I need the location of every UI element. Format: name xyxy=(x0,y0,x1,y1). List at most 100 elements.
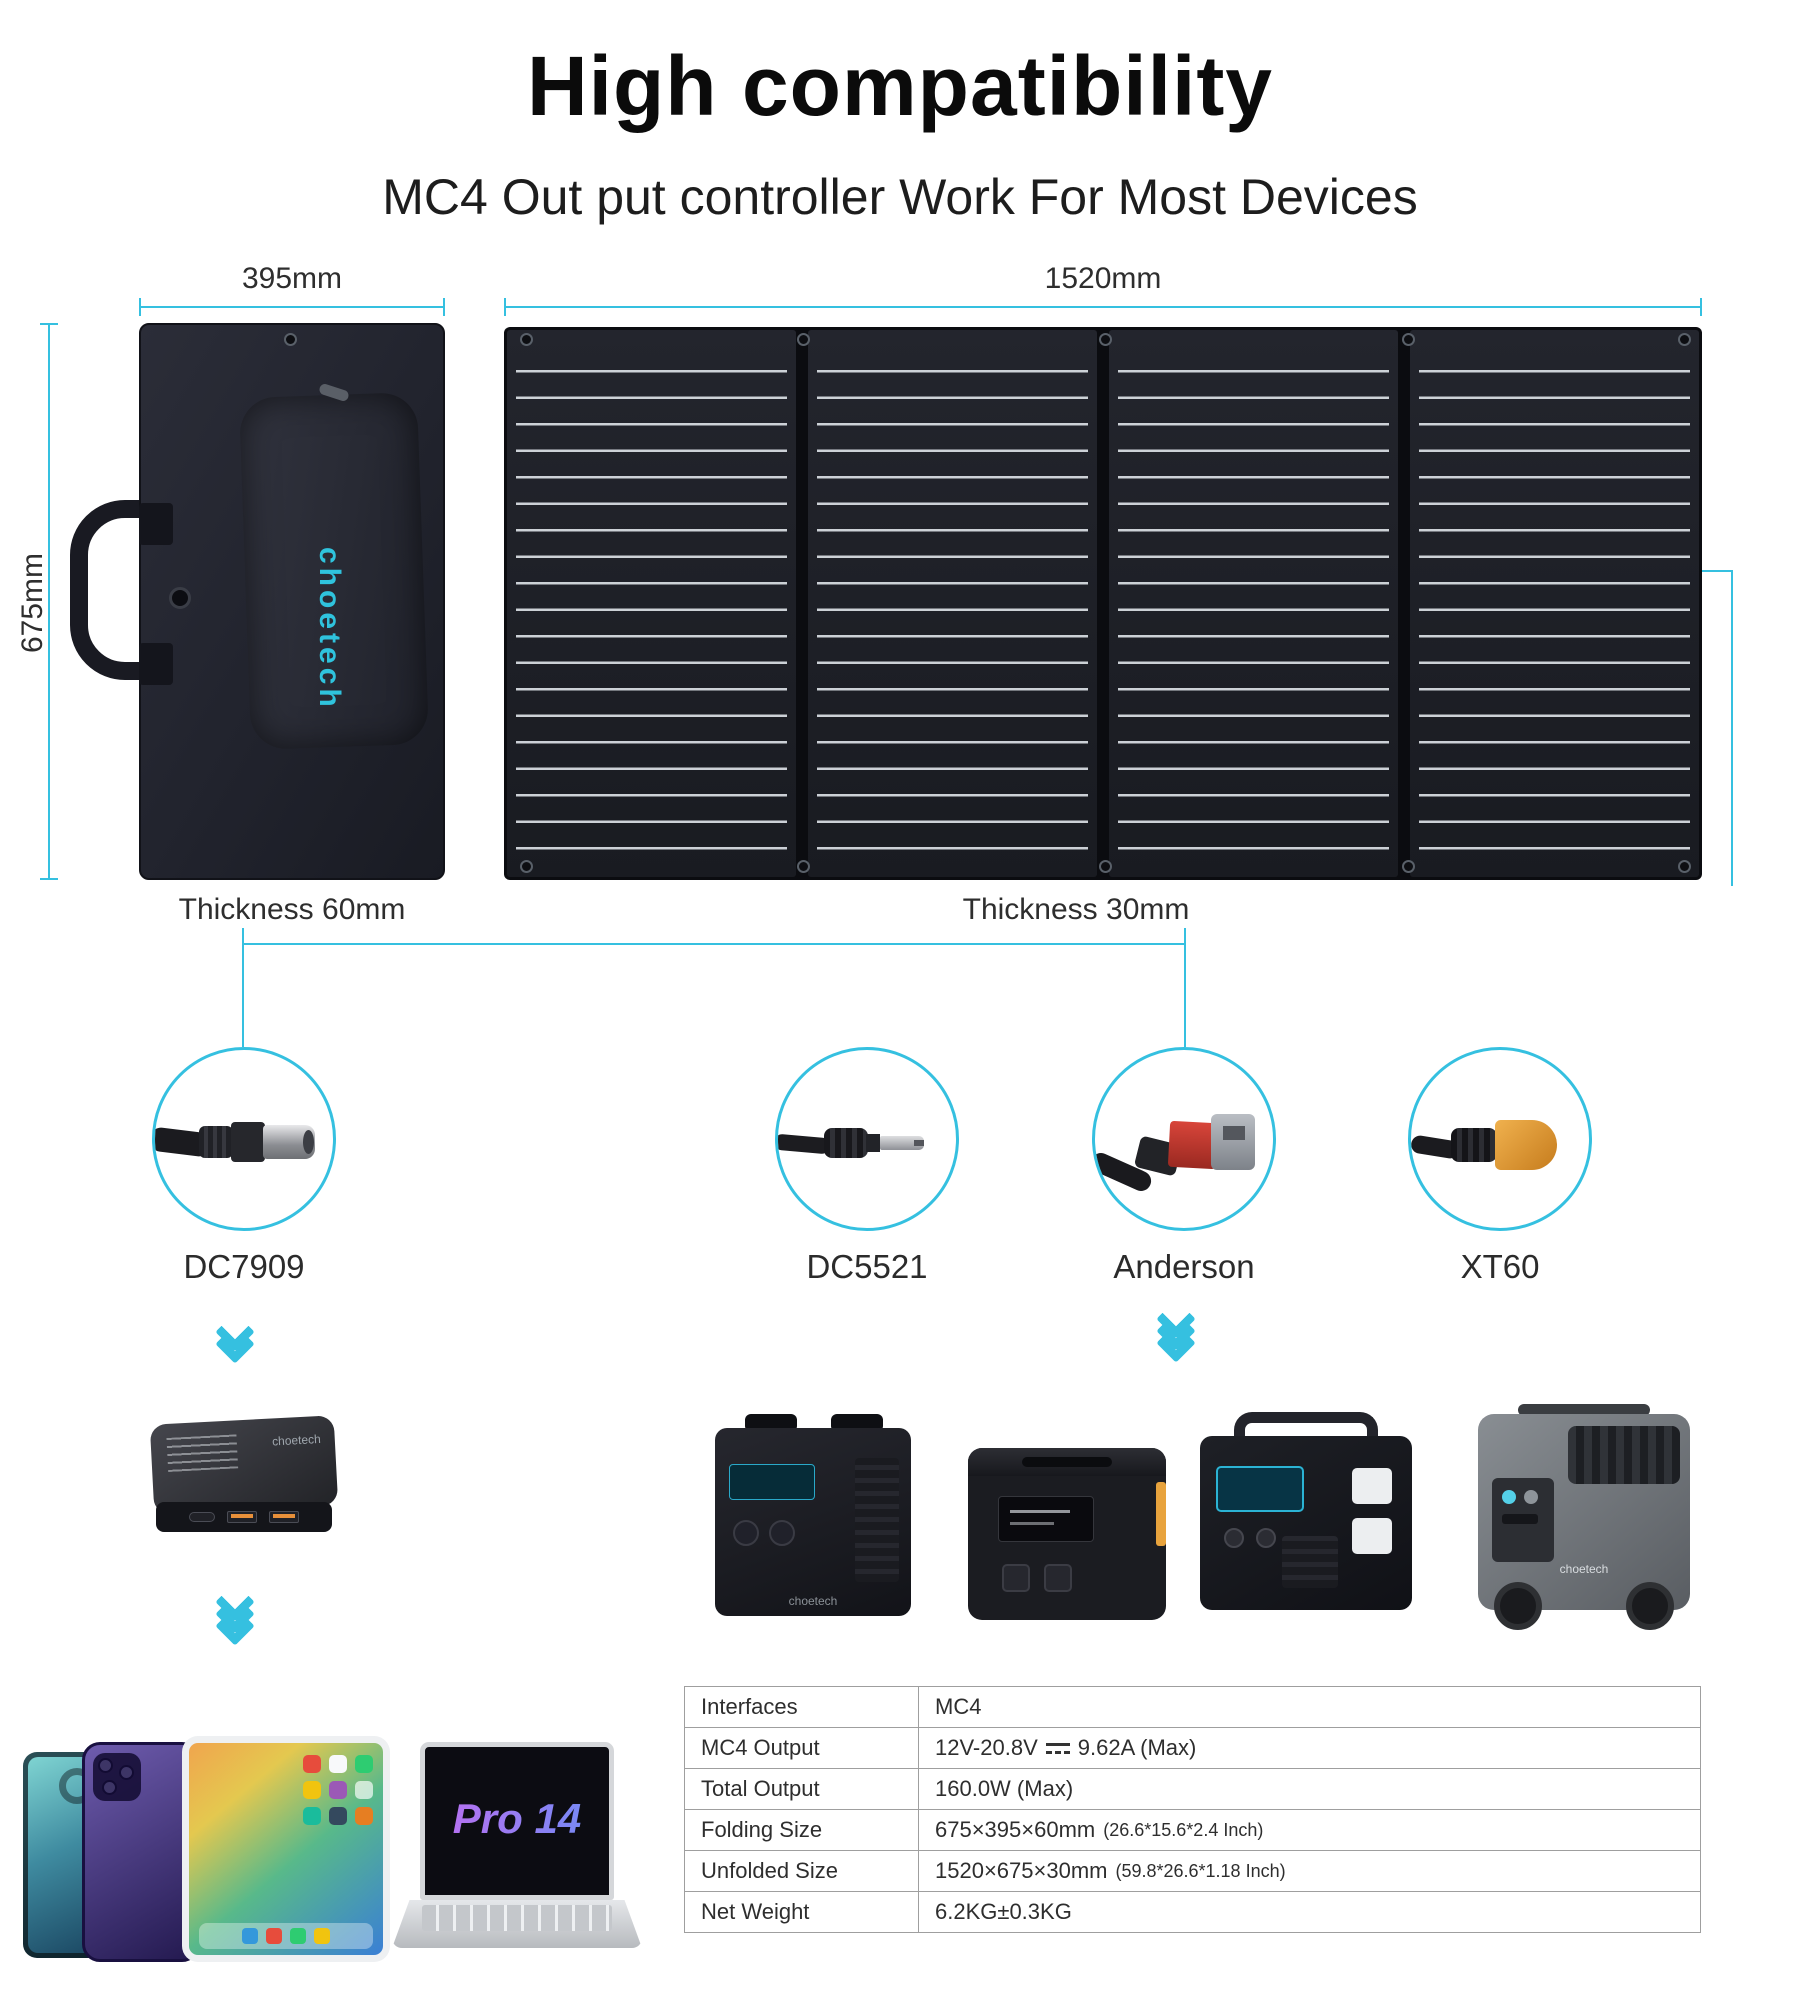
power-station-brand: choetech xyxy=(788,1594,838,1608)
handle-strap xyxy=(139,643,173,685)
spec-value-text: 12V-20.8V xyxy=(935,1735,1038,1760)
spec-value-text: 6.2KG±0.3KG xyxy=(935,1899,1072,1924)
smartphone-2 xyxy=(82,1742,200,1962)
table-row: Net Weight 6.2KG±0.3KG xyxy=(685,1892,1701,1933)
unfolded-thickness-label: Thickness 30mm xyxy=(962,893,1190,926)
tablet-screen xyxy=(189,1743,383,1955)
dc-voltage-symbol-icon xyxy=(1045,1742,1070,1754)
spec-label: Interfaces xyxy=(685,1687,919,1728)
dim-line-tick xyxy=(40,878,58,880)
tablet-dock xyxy=(199,1923,373,1949)
leader-line xyxy=(1184,928,1186,945)
keyboard-keys xyxy=(422,1905,612,1931)
spec-value-text: 675×395×60mm xyxy=(935,1817,1096,1842)
leader-line xyxy=(1184,945,1186,1047)
panel-section xyxy=(808,330,1097,877)
grommet-icon xyxy=(284,333,297,346)
connector-anderson-icon xyxy=(1092,1047,1276,1231)
grommet-icon xyxy=(1099,860,1112,873)
power-bank-brand: choetech xyxy=(271,1431,322,1449)
spec-value: MC4 xyxy=(919,1687,1701,1728)
panel-section xyxy=(1410,330,1699,877)
table-row: MC4 Output 12V-20.8V 9.62A (Max) xyxy=(685,1728,1701,1769)
dim-unfolded-width-label: 1520mm xyxy=(1044,262,1162,295)
laptop-screen-text: Pro 14 xyxy=(425,1795,609,1843)
dim-height-label: 675mm xyxy=(16,552,49,654)
spec-value-text: MC4 xyxy=(935,1694,982,1719)
leader-line xyxy=(242,928,244,945)
folded-thickness-label: Thickness 60mm xyxy=(178,893,406,926)
solar-cells xyxy=(1118,346,1389,861)
spec-label: Unfolded Size xyxy=(685,1851,919,1892)
power-bank-top: choetech xyxy=(149,1415,339,1515)
usb-a-port-icon xyxy=(227,1511,257,1523)
usb-a-port-icon xyxy=(269,1511,299,1523)
spec-value-text: 9.62A (Max) xyxy=(1077,1735,1197,1760)
dim-folded-width-label: 395mm xyxy=(241,262,343,295)
spec-value-text: 1520×675×30mm xyxy=(935,1858,1108,1883)
laptop-keyboard xyxy=(392,1900,642,1948)
dim-line-height xyxy=(48,323,50,880)
grommet-icon xyxy=(797,860,810,873)
page-subtitle: MC4 Out put controller Work For Most Dev… xyxy=(382,169,1418,225)
spec-value: 1520×675×30mm (59.8*26.6*1.18 Inch) xyxy=(919,1851,1701,1892)
tablet xyxy=(182,1736,390,1962)
power-station-3 xyxy=(1200,1412,1412,1610)
panel-section xyxy=(1109,330,1398,877)
spec-label: Total Output xyxy=(685,1769,919,1810)
app-icons xyxy=(303,1755,375,1825)
connector-label-dc5521: DC5521 xyxy=(806,1248,928,1285)
spec-value-note: (59.8*26.6*1.18 Inch) xyxy=(1115,1860,1286,1881)
table-row: Total Output 160.0W (Max) xyxy=(685,1769,1701,1810)
dim-line-unfolded-width xyxy=(504,306,1702,308)
usb-c-port-icon xyxy=(189,1512,215,1522)
folded-solar-panel: choetech xyxy=(139,323,445,880)
grommet-icon xyxy=(1678,860,1691,873)
spec-label: Net Weight xyxy=(685,1892,919,1933)
table-row: Interfaces MC4 xyxy=(685,1687,1701,1728)
grommet-icon xyxy=(520,860,533,873)
brand-logo: choetech xyxy=(313,547,346,711)
laptop: Pro 14 xyxy=(392,1742,642,1956)
spec-label: Folding Size xyxy=(685,1810,919,1851)
dim-line-tick xyxy=(1700,298,1702,316)
solar-cells xyxy=(1419,346,1690,861)
spec-value-note: (26.6*15.6*2.4 Inch) xyxy=(1103,1819,1264,1840)
handle-strap xyxy=(139,503,173,545)
power-bank-ports xyxy=(156,1502,332,1532)
power-bank-spec-print xyxy=(166,1434,239,1472)
grommet-icon xyxy=(797,333,810,346)
leader-line xyxy=(242,943,1186,945)
power-station-1: choetech xyxy=(715,1414,911,1616)
grommet-icon xyxy=(1678,333,1691,346)
connector-dc5521-icon xyxy=(775,1047,959,1231)
solar-cells xyxy=(516,346,787,861)
connector-label-xt60: XT60 xyxy=(1460,1248,1540,1285)
down-arrows-icon xyxy=(1156,1299,1196,1363)
snap-button-icon xyxy=(169,587,191,609)
spec-table: Interfaces MC4 MC4 Output 12V-20.8V 9.62… xyxy=(684,1686,1701,1933)
connector-xt60-icon xyxy=(1408,1047,1592,1231)
page-title: High compatibility xyxy=(526,39,1274,133)
connector-label-dc7909: DC7909 xyxy=(183,1248,305,1285)
grommet-icon xyxy=(1402,860,1415,873)
spec-label: MC4 Output xyxy=(685,1728,919,1769)
power-station-brand: choetech xyxy=(1559,1562,1609,1576)
dim-line-right xyxy=(1731,570,1733,886)
power-station-2 xyxy=(968,1448,1166,1620)
spec-value-text: 160.0W (Max) xyxy=(935,1776,1074,1801)
grommet-icon xyxy=(520,333,533,346)
dim-line-folded-width xyxy=(139,306,445,308)
grommet-icon xyxy=(1402,333,1415,346)
spec-value: 675×395×60mm (26.6*15.6*2.4 Inch) xyxy=(919,1810,1701,1851)
spec-value: 160.0W (Max) xyxy=(919,1769,1701,1810)
table-row: Folding Size 675×395×60mm (26.6*15.6*2.4… xyxy=(685,1810,1701,1851)
panel-section xyxy=(507,330,796,877)
dim-line-tick xyxy=(1702,570,1733,572)
table-row: Unfolded Size 1520×675×30mm (59.8*26.6*1… xyxy=(685,1851,1701,1892)
dim-line-tick xyxy=(443,298,445,316)
down-arrows-icon xyxy=(215,1582,255,1646)
camera-module-icon xyxy=(93,1753,141,1801)
solar-cells xyxy=(817,346,1088,861)
